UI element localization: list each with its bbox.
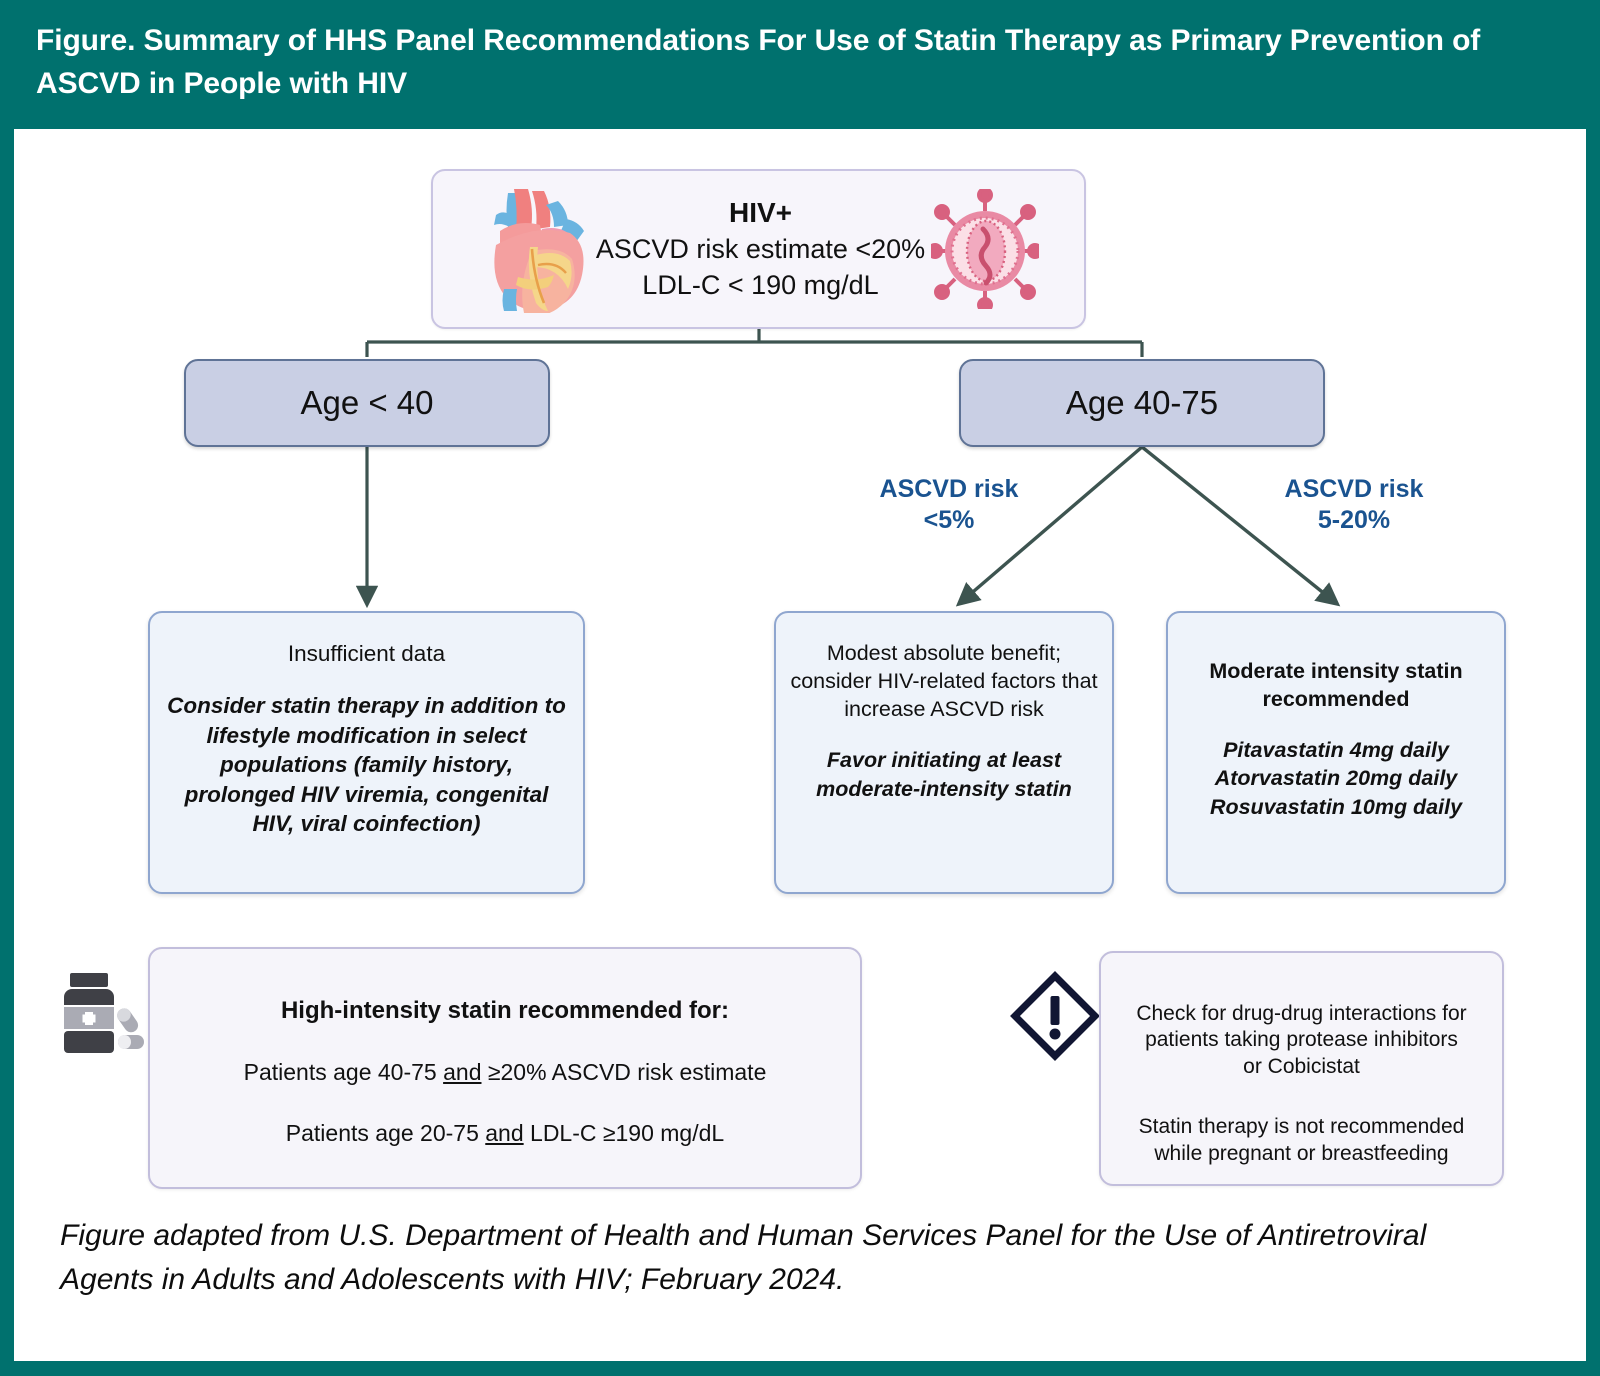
spacer (168, 1025, 842, 1059)
note-box-drug-interaction-warning[interactable]: Check for drug-drug interactions for pat… (1099, 951, 1504, 1186)
criterion-1-pre: Patients age 40-75 (243, 1059, 444, 1085)
edge-label-low-line1: ASCVD risk (879, 475, 1019, 503)
spacer (1182, 713, 1490, 736)
age-under-40-label: Age < 40 (300, 384, 434, 421)
insufficient-body: Consider statin therapy in addition to l… (167, 693, 566, 837)
spacer (790, 723, 1098, 746)
edge-label-ascvd-risk-5-to-20: ASCVD risk 5-20% (1259, 474, 1449, 537)
moderate-drug-3: Rosuvastatin 10mg daily (1209, 794, 1463, 819)
spacer (168, 971, 842, 997)
root-line-ascvd-risk: ASCVD risk estimate <20% (595, 233, 926, 264)
figure-caption: Figure adapted from U.S. Department of H… (60, 1214, 1490, 1302)
figure-canvas: HIV+ ASCVD risk estimate <20% LDL-C < 19… (14, 129, 1586, 1361)
root-line-hiv-status: HIV+ (728, 197, 793, 229)
warning-line-4: Statin therapy is not recommended (1138, 1115, 1465, 1139)
edge-label-low-line2: <5% (923, 506, 975, 535)
page-title: Figure. Summary of HHS Panel Recommendat… (36, 24, 1481, 100)
high-intensity-heading: High-intensity statin recommended for: (280, 997, 730, 1024)
spacer (168, 1086, 842, 1120)
pill-bottle-icon (64, 973, 144, 1053)
outcome-node-modest-benefit[interactable]: Modest absolute benefit; consider HIV-re… (774, 611, 1114, 894)
caption-line-1: Figure adapted from U.S. Department of H… (60, 1219, 1251, 1252)
high-intensity-criterion-1: Patients age 40-75 and ≥20% ASCVD risk e… (168, 1059, 842, 1086)
criterion-1-and: and (443, 1059, 482, 1085)
root-node-text: HIV+ ASCVD risk estimate <20% LDL-C < 19… (596, 194, 925, 303)
decision-node-age-under-40[interactable]: Age < 40 (184, 359, 550, 447)
outcome-node-moderate-intensity[interactable]: Moderate intensity statin recommended Pi… (1166, 611, 1506, 894)
high-intensity-criterion-2: Patients age 20-75 and LDL-C ≥190 mg/dL (168, 1120, 842, 1147)
moderate-heading: Moderate intensity statin recommended (1209, 659, 1463, 712)
decision-node-age-40-75[interactable]: Age 40-75 (959, 359, 1325, 447)
modest-heading: Modest absolute benefit; consider HIV-re… (790, 641, 1098, 722)
criterion-2-post: LDL-C ≥190 mg/dL (523, 1120, 725, 1146)
outcome-node-insufficient-data[interactable]: Insufficient data Consider statin therap… (148, 611, 585, 894)
root-node-hiv-criteria: HIV+ ASCVD risk estimate <20% LDL-C < 19… (431, 169, 1086, 329)
figure-header-band: Figure. Summary of HHS Panel Recommendat… (0, 0, 1600, 129)
warning-line-2: patients taking protease inhibitors (1145, 1028, 1458, 1052)
warning-line-1: Check for drug-drug interactions for (1136, 1002, 1467, 1025)
age-40-75-label: Age 40-75 (1065, 384, 1219, 421)
spacer (1119, 975, 1484, 1001)
warning-line-5: while pregnant or breastfeeding (1154, 1141, 1449, 1165)
insufficient-heading: Insufficient data (287, 641, 446, 666)
root-line-ldl: LDL-C < 190 mg/dL (642, 269, 879, 300)
criterion-1-post: ≥20% ASCVD risk estimate (481, 1059, 767, 1085)
edge-label-mid-line2: 5-20% (1317, 506, 1391, 535)
warning-line-3: or Cobicistat (1243, 1054, 1360, 1078)
moderate-drug-2: Atorvastatin 20mg daily (1214, 766, 1458, 791)
spacer (1119, 1080, 1484, 1114)
note-box-high-intensity-statin[interactable]: High-intensity statin recommended for: P… (148, 947, 862, 1189)
criterion-2-and: and (485, 1120, 524, 1146)
edge-label-mid-line1: ASCVD risk (1284, 475, 1424, 503)
spacer (164, 668, 569, 691)
moderate-drug-1: Pitavastatin 4mg daily (1223, 738, 1449, 763)
edge-label-ascvd-risk-under-5: ASCVD risk <5% (854, 474, 1044, 537)
criterion-2-pre: Patients age 20-75 (285, 1120, 486, 1146)
modest-body: Favor initiating at least moderate-inten… (816, 748, 1072, 801)
hiv-virus-particle-icon (931, 189, 1040, 309)
caption-line-2: Antiretroviral Agents in Adults and Adol… (60, 1219, 1427, 1296)
anatomical-heart-icon (493, 189, 584, 313)
warning-diamond-icon (1010, 971, 1100, 1061)
